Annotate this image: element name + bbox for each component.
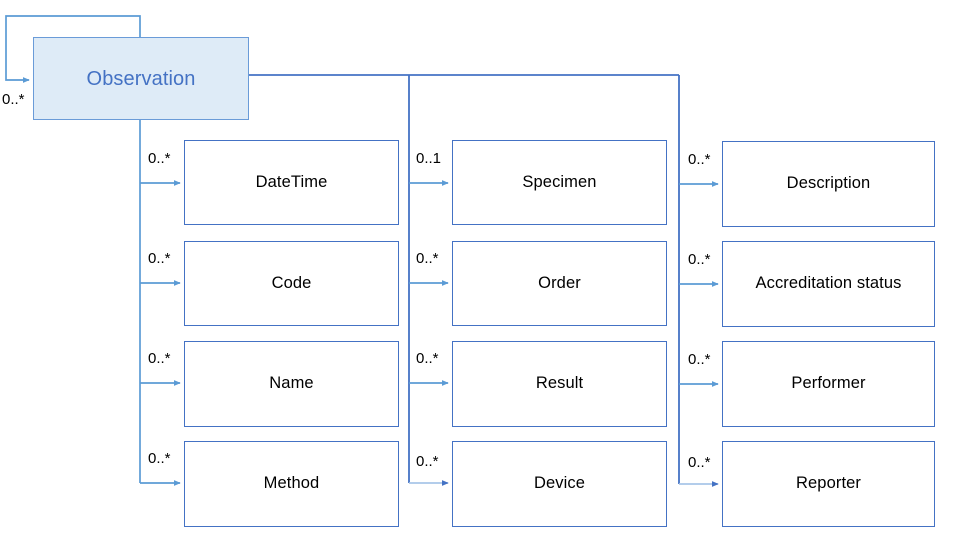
- node-performer[interactable]: Performer: [722, 341, 935, 427]
- node-method-label: Method: [263, 474, 320, 493]
- multiplicity-description: 0..*: [688, 151, 711, 168]
- node-order-label: Order: [538, 273, 581, 292]
- node-code[interactable]: Code: [184, 241, 399, 326]
- multiplicity-performer: 0..*: [688, 351, 711, 368]
- multiplicity-reporter: 0..*: [688, 454, 711, 471]
- node-order[interactable]: Order: [452, 241, 667, 326]
- node-datetime-label: DateTime: [255, 172, 328, 191]
- multiplicity-method: 0..*: [148, 450, 171, 467]
- node-description-label: Description: [786, 174, 871, 193]
- node-device-label: Device: [533, 474, 586, 493]
- node-reporter-label: Reporter: [796, 474, 861, 493]
- connector-trunk-column-2: [408, 75, 449, 486]
- multiplicity-name: 0..*: [148, 350, 171, 367]
- multiplicity-accreditation-status: 0..*: [688, 251, 711, 268]
- node-specimen-label: Specimen: [522, 172, 597, 191]
- multiplicity-code: 0..*: [148, 250, 171, 267]
- connector-trunk-column-1: [139, 120, 181, 486]
- node-specimen[interactable]: Specimen: [452, 140, 667, 225]
- multiplicity-result: 0..*: [416, 350, 439, 367]
- node-reporter[interactable]: Reporter: [722, 441, 935, 527]
- node-performer-label: Performer: [791, 374, 866, 393]
- multiplicity-observation-self: 0..*: [2, 91, 25, 108]
- node-name-label: Name: [269, 374, 314, 393]
- node-result[interactable]: Result: [452, 341, 667, 427]
- node-observation[interactable]: Observation: [33, 37, 249, 120]
- connector-trunk-column-3: [678, 75, 719, 487]
- multiplicity-device: 0..*: [416, 453, 439, 470]
- node-accreditation-status-label: Accreditation status: [755, 274, 902, 293]
- node-observation-label: Observation: [86, 67, 196, 90]
- node-code-label: Code: [271, 273, 312, 292]
- node-name[interactable]: Name: [184, 341, 399, 427]
- node-result-label: Result: [535, 374, 584, 393]
- multiplicity-datetime: 0..*: [148, 150, 171, 167]
- node-method[interactable]: Method: [184, 441, 399, 527]
- node-datetime[interactable]: DateTime: [184, 140, 399, 225]
- node-accreditation-status[interactable]: Accreditation status: [722, 241, 935, 327]
- multiplicity-order: 0..*: [416, 250, 439, 267]
- multiplicity-specimen: 0..1: [416, 150, 442, 167]
- node-description[interactable]: Description: [722, 141, 935, 227]
- node-device[interactable]: Device: [452, 441, 667, 527]
